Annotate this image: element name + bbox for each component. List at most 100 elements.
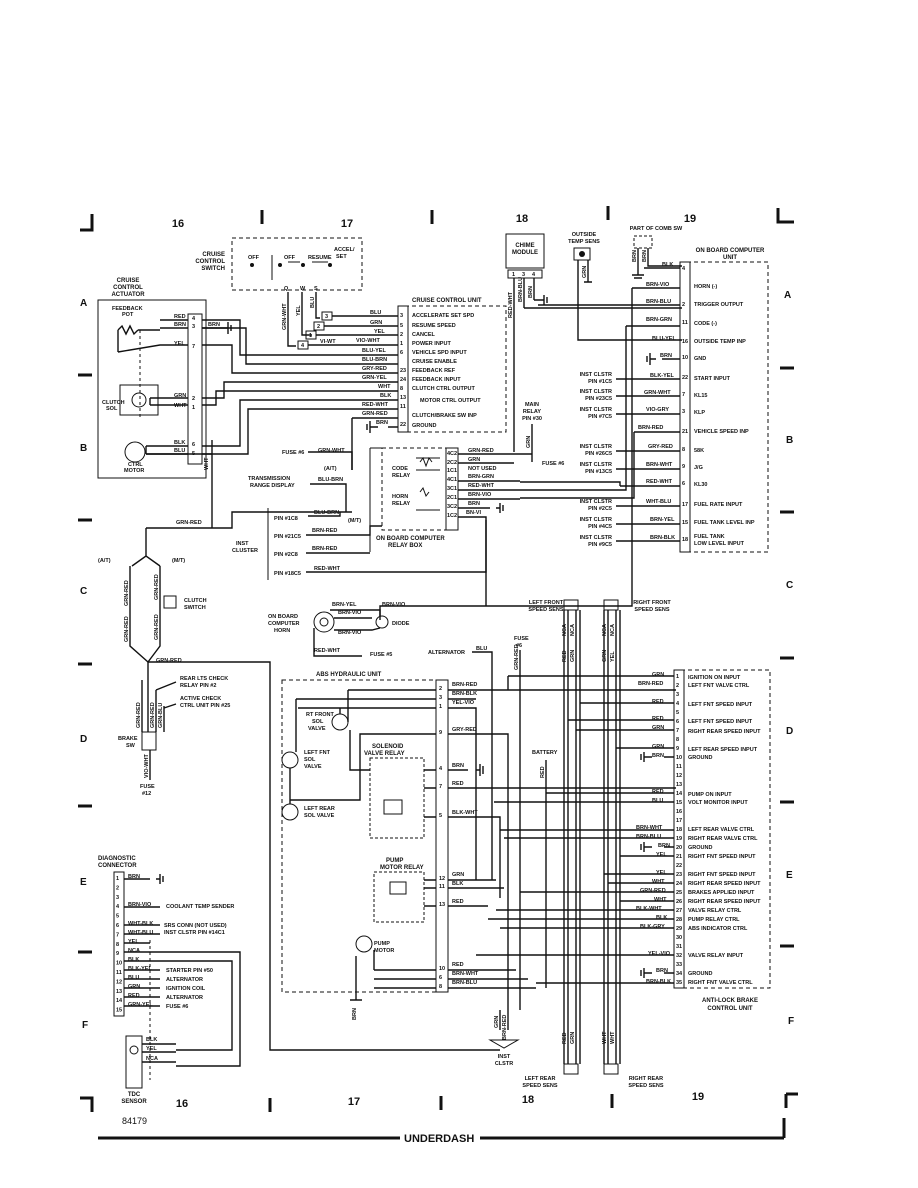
svg-text:MOTOR RELAY: MOTOR RELAY — [380, 865, 424, 871]
pin-number: 2 — [116, 885, 119, 891]
svg-text:BRN-VIO: BRN-VIO — [646, 282, 670, 288]
brake-switch: GRN-RED REAR LTS CHECK RELAY PIN #2 ACTI… — [118, 658, 500, 1051]
svg-text:BRN-WHT: BRN-WHT — [452, 971, 479, 977]
svg-text:PUMP RELAY CTRL: PUMP RELAY CTRL — [688, 917, 740, 923]
svg-text:POWER INPUT: POWER INPUT — [412, 341, 451, 347]
svg-text:RED: RED — [540, 766, 546, 778]
svg-text:BRN-BLU: BRN-BLU — [518, 277, 524, 302]
svg-text:3: 3 — [522, 272, 525, 278]
svg-text:GRN-RED: GRN-RED — [154, 574, 160, 600]
svg-text:1C1: 1C1 — [447, 468, 457, 474]
svg-text:RIGHT REAR VALVE CTRL: RIGHT REAR VALVE CTRL — [688, 836, 758, 842]
svg-text:GRN: GRN — [452, 872, 464, 878]
svg-text:#6: #6 — [516, 643, 522, 649]
comb-switch: PART OF COMB SW BRN BRN — [630, 226, 683, 279]
svg-text:11: 11 — [439, 884, 445, 890]
svg-text:SET: SET — [336, 254, 347, 260]
svg-text:BLU: BLU — [370, 310, 381, 316]
svg-text:PUMP: PUMP — [386, 858, 403, 864]
pin-number: 9 — [116, 951, 119, 957]
zone-label: 19 — [692, 1091, 704, 1103]
svg-text:PIN #13C5: PIN #13C5 — [585, 469, 612, 475]
svg-text:8: 8 — [400, 386, 403, 392]
svg-text:GROUND: GROUND — [412, 423, 436, 429]
svg-text:BRN: BRN — [656, 968, 668, 974]
svg-text:BRN-BLU: BRN-BLU — [452, 980, 477, 986]
svg-text:PIN #30: PIN #30 — [522, 416, 542, 422]
zone-label: 16 — [172, 218, 184, 230]
svg-text:4C2: 4C2 — [447, 451, 457, 457]
svg-text:GRN-WHT: GRN-WHT — [318, 448, 345, 454]
pin-number: 4 — [116, 904, 120, 910]
svg-text:DIAGNOSTIC: DIAGNOSTIC — [98, 856, 136, 862]
svg-text:W: W — [300, 286, 306, 292]
svg-text:VIO-WHT: VIO-WHT — [356, 338, 380, 344]
svg-text:BRN-VIO: BRN-VIO — [338, 630, 362, 636]
svg-text:SOL VALVE: SOL VALVE — [304, 813, 335, 819]
zone-label: 18 — [516, 213, 528, 225]
svg-text:INST CLSTR: INST CLSTR — [580, 499, 612, 505]
svg-text:NOT USED: NOT USED — [468, 466, 496, 472]
svg-text:BRN: BRN — [452, 763, 464, 769]
svg-text:BLK: BLK — [380, 393, 391, 399]
svg-text:#12: #12 — [142, 791, 151, 797]
svg-text:GRN: GRN — [582, 266, 588, 278]
svg-text:17: 17 — [682, 502, 688, 508]
svg-text:WHT-BLU: WHT-BLU — [128, 930, 153, 936]
obc-functions: HORN (-) TRIGGER OUTPUT CODE (-) OUTSIDE… — [694, 284, 755, 547]
svg-text:INST CLSTR: INST CLSTR — [580, 407, 612, 413]
pin-number: 3 — [676, 692, 679, 698]
pin-number: 31 — [676, 944, 682, 950]
svg-text:PIN #18C5: PIN #18C5 — [274, 571, 301, 577]
pin-number: 28 — [676, 917, 682, 923]
svg-text:FUSE #6: FUSE #6 — [542, 461, 564, 467]
obc-cluster-pins: INST CLSTR PIN #1C5 INST CLSTR PIN #23C5… — [580, 372, 612, 548]
svg-text:PIN #1C8: PIN #1C8 — [274, 516, 298, 522]
svg-text:BRN-RED: BRN-RED — [312, 528, 337, 534]
svg-text:SWITCH: SWITCH — [201, 266, 225, 272]
svg-text:YEL: YEL — [128, 939, 139, 945]
svg-text:RELAY: RELAY — [392, 501, 410, 507]
svg-text:RELAY: RELAY — [392, 473, 410, 479]
svg-text:BLU-YEL: BLU-YEL — [362, 348, 386, 354]
svg-text:6: 6 — [400, 350, 403, 356]
svg-text:RIGHT REAR SPEED INPUT: RIGHT REAR SPEED INPUT — [688, 729, 761, 735]
svg-text:BRN-VIO: BRN-VIO — [128, 902, 152, 908]
pin-number: 10 — [676, 755, 682, 761]
svg-text:CLUTCH/BRAKE SW INP: CLUTCH/BRAKE SW INP — [412, 413, 477, 419]
svg-text:INST: INST — [498, 1054, 511, 1060]
svg-text:BRN-BLK: BRN-BLK — [452, 691, 477, 697]
svg-text:RIGHT REAR SPEED INPUT: RIGHT REAR SPEED INPUT — [688, 899, 761, 905]
svg-text:3: 3 — [192, 324, 195, 330]
svg-text:BLU: BLU — [476, 646, 487, 652]
svg-text:8: 8 — [682, 447, 685, 453]
svg-text:SPEED SENS: SPEED SENS — [634, 607, 669, 613]
svg-text:YEL: YEL — [656, 870, 667, 876]
svg-text:BLK: BLK — [146, 1037, 157, 1043]
svg-text:GROUND: GROUND — [688, 845, 712, 851]
svg-text:1: 1 — [309, 333, 312, 339]
svg-text:1C2: 1C2 — [447, 513, 457, 519]
svg-text:GRN: GRN — [570, 1032, 576, 1044]
obc-wires: BLK BRN-VIO BRN-BLU BRN-GRN BLU-YEL BRN … — [638, 262, 676, 541]
svg-text:BLU-BRN: BLU-BRN — [362, 357, 387, 363]
svg-text:VALVE RELAY: VALVE RELAY — [364, 751, 405, 757]
svg-text:BRN: BRN — [642, 250, 648, 262]
diagnostic-connector: DIAGNOSTIC CONNECTOR 1234567891011121314… — [98, 856, 241, 1080]
svg-text:PART OF COMB SW: PART OF COMB SW — [630, 226, 683, 232]
pin-number: 5 — [116, 914, 119, 920]
svg-text:TRANSMISSION: TRANSMISSION — [248, 476, 290, 482]
pin-number: 17 — [676, 818, 682, 824]
svg-text:RED: RED — [652, 789, 664, 795]
svg-text:5: 5 — [400, 323, 403, 329]
svg-text:VIO-GRY: VIO-GRY — [646, 407, 669, 413]
svg-text:Q: Q — [284, 286, 289, 292]
svg-text:SOLENOID: SOLENOID — [372, 744, 404, 750]
svg-text:GRN: GRN — [602, 650, 608, 662]
svg-text:RED: RED — [652, 716, 664, 722]
svg-text:BLU: BLU — [310, 297, 316, 308]
svg-text:(M/T): (M/T) — [172, 558, 185, 564]
svg-text:BRN-RED: BRN-RED — [452, 682, 477, 688]
svg-text:CANCEL: CANCEL — [412, 332, 436, 338]
